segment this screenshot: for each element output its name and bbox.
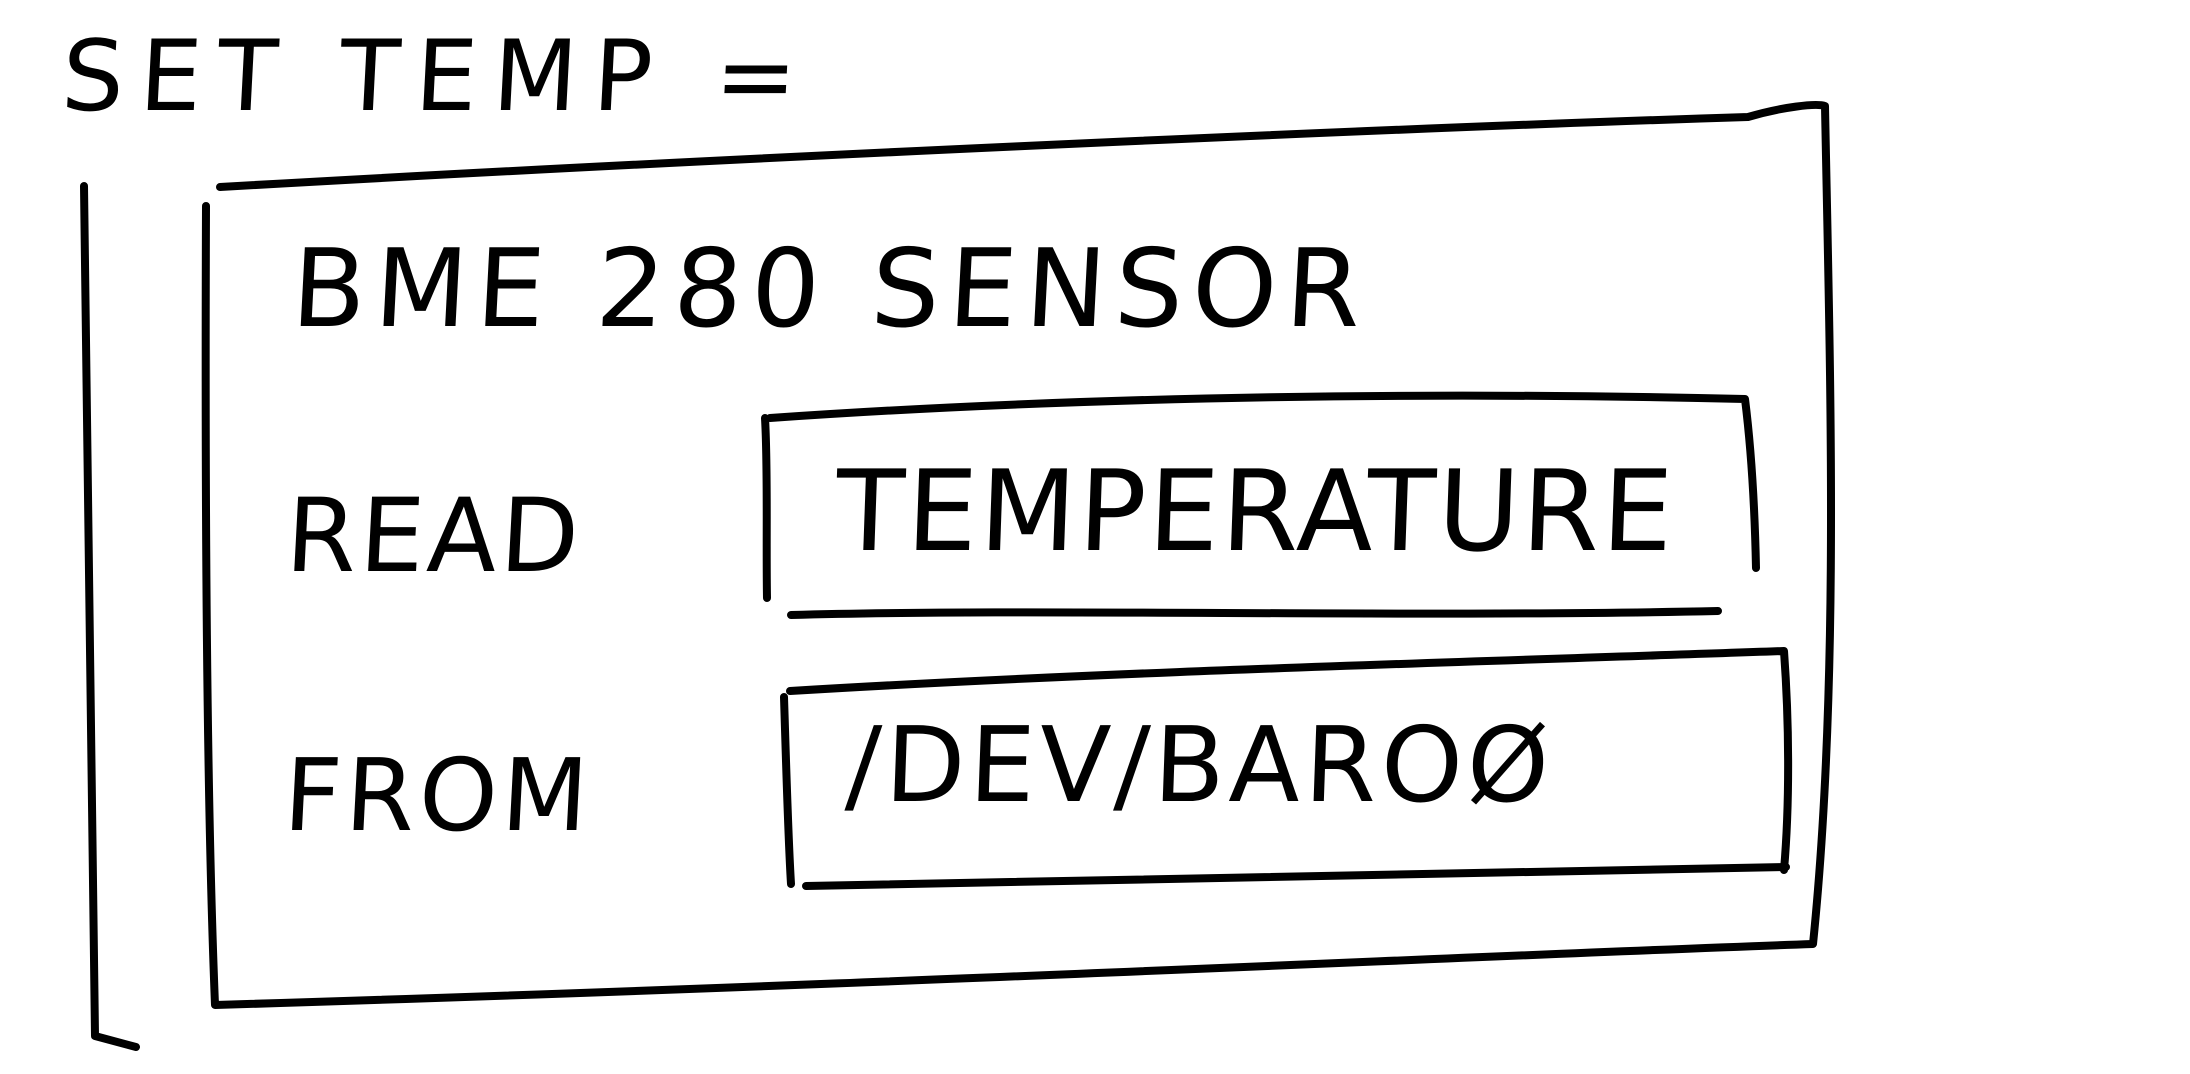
- from-label: FROM: [280, 737, 596, 854]
- from-value-field-outline: [780, 647, 1793, 890]
- sensor-block-outline: [201, 101, 1836, 1009]
- read-value-field-text: TEMPERATURE: [833, 447, 1678, 577]
- sensor-block-title: BME 280 SENSOR: [288, 227, 1373, 352]
- left-bracket: [80, 182, 140, 1051]
- read-label: READ: [282, 477, 586, 596]
- read-value-field-outline: [761, 391, 1760, 619]
- from-value-field-text: /DEV/BAROØ: [843, 704, 1556, 826]
- statement-label: SET TEMP =: [59, 20, 816, 134]
